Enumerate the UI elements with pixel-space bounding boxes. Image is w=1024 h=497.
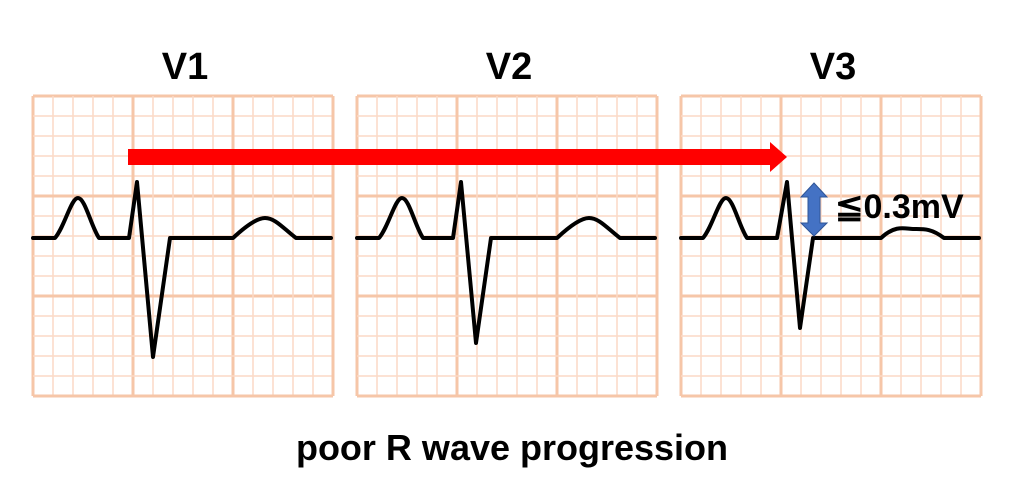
lead-label-v2: V2 [486, 46, 532, 88]
ecg-trace [679, 180, 981, 330]
ecg-trace [31, 180, 333, 359]
lead-label-v1: V1 [162, 46, 208, 88]
double-arrow-icon [799, 182, 829, 237]
ecg-trace [355, 180, 657, 345]
lead-label-v3: V3 [810, 46, 856, 88]
progression-arrow [128, 142, 787, 172]
ecg-panel-v1 [31, 94, 335, 398]
r-amplitude-label: ≦0.3mV [835, 188, 964, 226]
ecg-panel-v2 [355, 94, 659, 398]
ecg-panel-v3 [679, 94, 983, 398]
caption: poor R wave progression [296, 427, 728, 468]
